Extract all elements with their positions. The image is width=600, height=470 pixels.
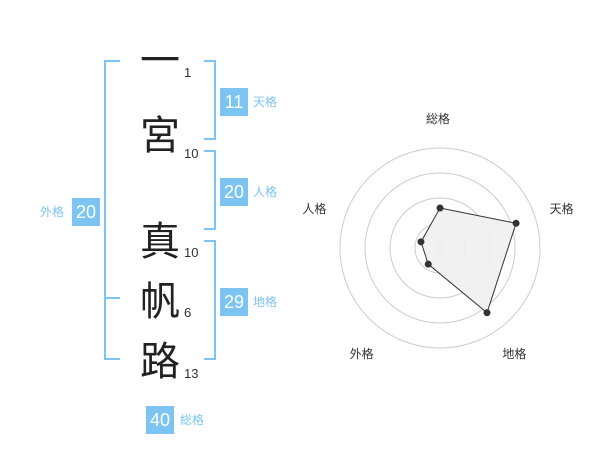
- radar-point-4: [424, 260, 432, 268]
- stroke-count-4: 6: [184, 305, 192, 320]
- radar-point-5: [417, 238, 425, 246]
- radar-ring-4: [339, 147, 541, 349]
- soukaku-label: 総格: [180, 413, 205, 427]
- name-char-5: 路: [140, 339, 180, 385]
- gaikaku-label: 外格: [40, 205, 65, 219]
- tenkaku-label: 天格: [253, 95, 278, 109]
- jinkaku-label: 人格: [253, 185, 278, 199]
- gaikaku-value-badge: 20: [72, 198, 100, 226]
- name-char-1: 一: [140, 38, 180, 84]
- soukaku-value-badge: 40: [146, 406, 174, 434]
- stroke-count-2: 10: [184, 146, 199, 161]
- radar-point-3: [483, 309, 491, 317]
- jinkaku-bracket: [204, 150, 216, 230]
- name-char-4: 帆: [140, 279, 180, 325]
- radar-series-polygon: [420, 207, 517, 314]
- tenkaku-value-badge: 11: [220, 88, 248, 116]
- name-char-3: 真: [140, 219, 180, 265]
- stroke-count-1: 1: [184, 65, 192, 80]
- name-char-2: 宮: [140, 113, 180, 159]
- jinkaku-value-badge: 20: [220, 178, 248, 206]
- gaikaku-bracket: [104, 60, 120, 360]
- radar-point-2: [512, 219, 520, 227]
- gaikaku-bracket-divider: [104, 297, 120, 299]
- stroke-count-5: 13: [184, 366, 199, 381]
- radar-axis-label-3: 地格: [502, 347, 527, 362]
- radar-ring-3: [364, 172, 516, 324]
- stroke-count-3: 10: [184, 245, 199, 260]
- chikaku-value-badge: 29: [220, 288, 248, 316]
- chikaku-label: 地格: [253, 295, 278, 309]
- radar-axis-label-2: 天格: [549, 201, 574, 216]
- radar-point-1: [436, 204, 444, 212]
- radar-axis-label-1: 総格: [426, 112, 451, 126]
- tenkaku-bracket: [204, 60, 216, 140]
- chikaku-bracket: [204, 240, 216, 360]
- radar-axis-label-4: 外格: [349, 347, 374, 362]
- radar-axis-label-5: 人格: [302, 201, 327, 216]
